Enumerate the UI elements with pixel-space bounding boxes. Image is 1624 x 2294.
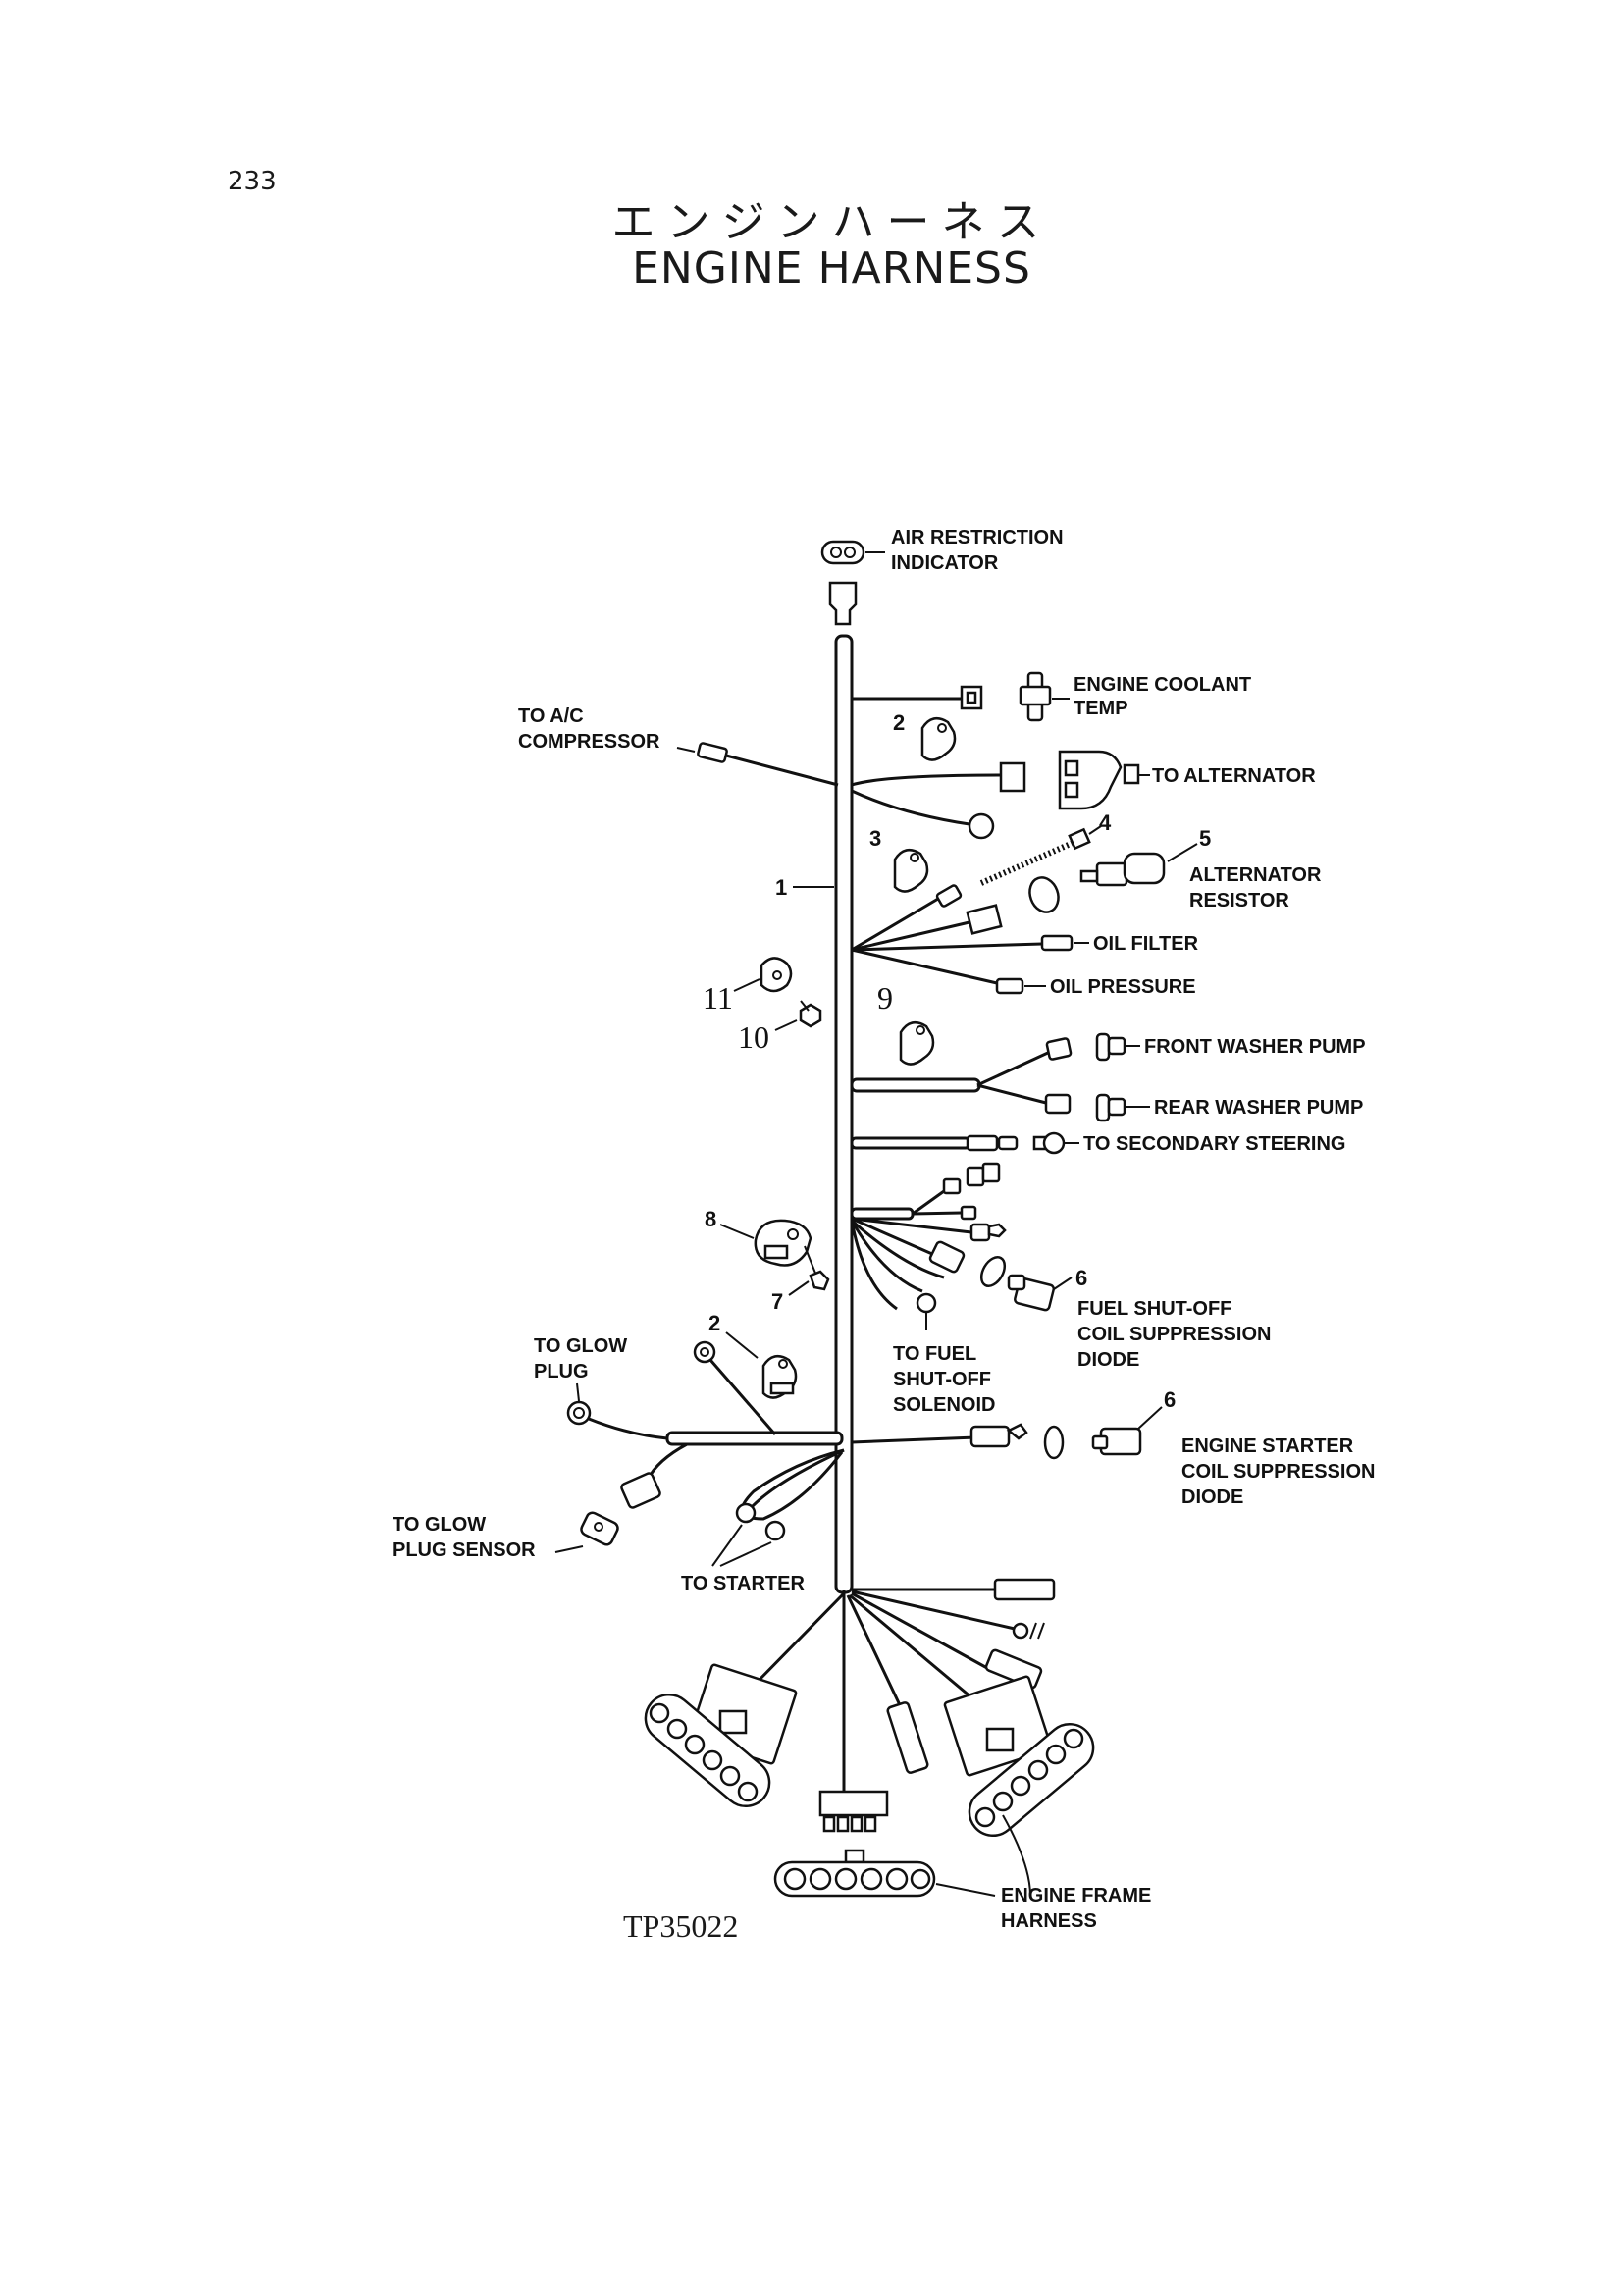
- bolt-10-icon: [799, 1000, 822, 1028]
- callout-2-top: 2: [893, 710, 905, 735]
- callout-11: 11: [703, 980, 733, 1016]
- label-frame-harness-2: HARNESS: [1001, 1910, 1097, 1932]
- starter-diode-icon: [1091, 1427, 1142, 1456]
- callout-4: 4: [1099, 810, 1112, 835]
- alternator-plug: [999, 761, 1026, 793]
- label-alt-resistor-2: RESISTOR: [1189, 890, 1289, 912]
- starter-diode-plug: [969, 1425, 1011, 1448]
- label-front-washer: FRONT WASHER PUMP: [1144, 1036, 1366, 1058]
- rear-washer-pump-icon: [1095, 1093, 1126, 1122]
- callout-8: 8: [705, 1207, 716, 1231]
- label-glow-plug-2: PLUG: [534, 1361, 589, 1382]
- label-starter-diode-1: ENGINE STARTER: [1181, 1435, 1354, 1457]
- ring-terminal-lower: [693, 1340, 716, 1364]
- label-fuel-diode-2: COIL SUPPRESSION: [1077, 1324, 1271, 1345]
- label-fuel-solenoid-1: TO FUEL: [893, 1343, 976, 1365]
- left-oval-connector-icon: [644, 1693, 771, 1808]
- bottom-connector-3: [886, 1701, 929, 1774]
- ac-compressor-connector: [697, 742, 728, 763]
- callout-6-lower: 6: [1164, 1387, 1176, 1412]
- ring-terminal: [968, 812, 995, 840]
- engine-frame-harness-connector-icon: [773, 1849, 936, 1898]
- clamp-11-icon: [760, 957, 793, 993]
- coolant-temp-sensor-icon: [1019, 671, 1052, 722]
- label-alt-resistor-1: ALTERNATOR: [1189, 864, 1322, 886]
- label-fuel-diode-1: FUEL SHUT-OFF: [1077, 1298, 1231, 1320]
- clip-9-icon: [899, 1020, 935, 1066]
- callout-6-top: 6: [1075, 1266, 1087, 1290]
- label-glow-sensor-1: TO GLOW: [393, 1514, 486, 1536]
- main-harness-trunk: [834, 634, 854, 1594]
- callout-3: 3: [869, 826, 881, 851]
- callout-5: 5: [1199, 826, 1211, 851]
- label-oil-filter: OIL FILTER: [1093, 933, 1199, 955]
- bottom-connector-1: [993, 1578, 1056, 1601]
- air-restriction-indicator-icon: [820, 540, 865, 565]
- clip-2-lower-icon: [761, 1354, 798, 1399]
- page-number: 233: [228, 167, 277, 196]
- label-coolant-temp-1: ENGINE COOLANT: [1074, 674, 1251, 696]
- starter-terminal-1: [735, 1502, 757, 1524]
- label-oil-pressure: OIL PRESSURE: [1050, 976, 1196, 998]
- callout-7: 7: [771, 1289, 783, 1314]
- callout-9: 9: [877, 980, 893, 1016]
- glow-plug-terminal: [566, 1400, 592, 1426]
- label-starter-diode-3: DIODE: [1181, 1486, 1243, 1508]
- clip-3-icon: [893, 848, 929, 893]
- label-rear-washer: REAR WASHER PUMP: [1154, 1097, 1363, 1119]
- label-frame-harness-1: ENGINE FRAME: [1001, 1885, 1151, 1906]
- oil-sensor-plug: [966, 904, 1003, 935]
- air-restriction-plug: [828, 581, 858, 626]
- cable-tie-4-icon: [979, 827, 1091, 886]
- bottom-center-connector-icon: [818, 1790, 889, 1833]
- label-fuel-solenoid-3: SOLENOID: [893, 1394, 995, 1416]
- callout-10: 10: [738, 1019, 769, 1055]
- label-glow-sensor-2: PLUG SENSOR: [393, 1539, 536, 1561]
- label-ac-2: COMPRESSOR: [518, 731, 660, 753]
- mounting-bracket: [1028, 876, 1060, 913]
- label-glow-plug-1: TO GLOW: [534, 1335, 627, 1357]
- starter-terminal-2: [764, 1520, 786, 1541]
- label-ac-1: TO A/C: [518, 705, 584, 727]
- glow-sensor-plug: [620, 1472, 661, 1509]
- clip-2-top-icon: [920, 716, 957, 761]
- right-oval-connector-icon: [968, 1722, 1095, 1838]
- bolt-7-icon: [804, 1245, 830, 1291]
- figure-id: TP35022: [623, 1908, 739, 1944]
- title-english: ENGINE HARNESS: [632, 243, 1031, 293]
- alternator-resistor-icon: [1079, 852, 1166, 887]
- glow-plug-sensor-icon: [580, 1511, 619, 1546]
- label-secondary-steering: TO SECONDARY STEERING: [1083, 1133, 1345, 1155]
- callout-2-lower: 2: [708, 1311, 720, 1335]
- secondary-steering-plug: [966, 1134, 999, 1152]
- oil-filter-connector: [1040, 934, 1074, 952]
- label-starter-diode-2: COIL SUPPRESSION: [1181, 1461, 1375, 1483]
- clip-8-icon: [754, 1219, 812, 1267]
- front-washer-pump-icon: [1095, 1032, 1126, 1062]
- label-to-starter: TO STARTER: [681, 1573, 805, 1594]
- front-washer-plug: [1045, 1037, 1073, 1061]
- alternator-connector-icon: [1058, 750, 1140, 810]
- label-air-restriction-2: INDICATOR: [891, 552, 999, 574]
- right-square-connector: [943, 1675, 1053, 1777]
- secondary-steering-connector-icon: [1032, 1131, 1066, 1155]
- fuel-solenoid-terminal: [916, 1292, 937, 1314]
- fuel-shutoff-diode-icon: [1007, 1274, 1056, 1312]
- label-fuel-solenoid-2: SHUT-OFF: [893, 1369, 991, 1390]
- label-to-alternator: TO ALTERNATOR: [1152, 765, 1316, 787]
- oil-pressure-connector: [995, 977, 1024, 995]
- label-air-restriction-1: AIR RESTRICTION: [891, 527, 1064, 548]
- label-coolant-temp-2: TEMP: [1074, 698, 1128, 719]
- callout-1: 1: [775, 875, 787, 900]
- rear-washer-plug: [1044, 1093, 1072, 1115]
- label-fuel-diode-3: DIODE: [1077, 1349, 1139, 1371]
- title-japanese: エンジンハーネス: [611, 197, 1052, 247]
- fuel-shutoff-plug: [928, 1240, 966, 1274]
